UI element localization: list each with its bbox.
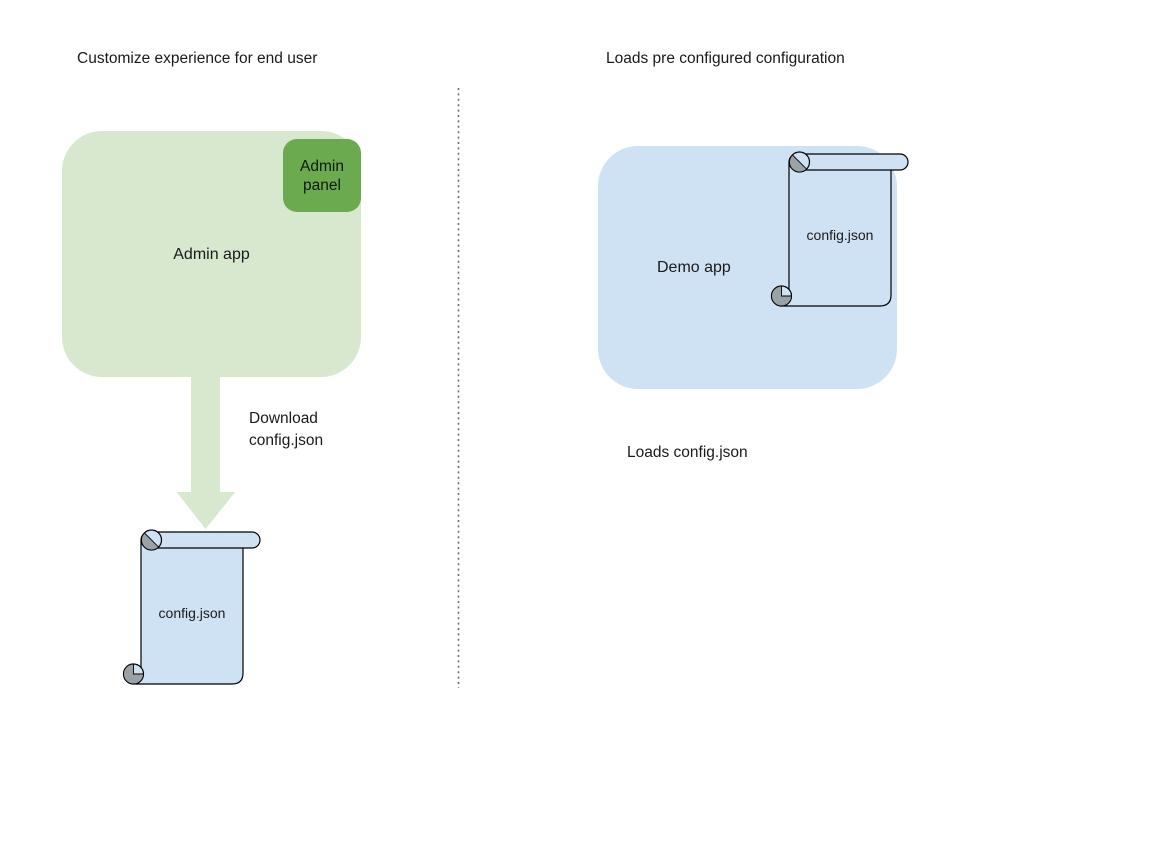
section-divider <box>457 88 460 688</box>
config-json-label-right: config.json <box>806 227 874 243</box>
download-arrow-icon <box>176 377 236 529</box>
admin-app-label: Admin app <box>173 246 250 263</box>
loads-config-caption: Loads config.json <box>627 444 748 461</box>
download-arrow-label: Download config.json <box>249 410 324 449</box>
demo-app-label: Demo app <box>657 259 731 276</box>
left-section-title: Customize experience for end user <box>77 50 318 67</box>
admin-panel-box: Admin panel <box>283 139 361 212</box>
admin-panel-label: Admin panel <box>300 157 344 194</box>
config-json-label-left: config.json <box>158 605 226 621</box>
admin-app-box: Admin app Admin panel <box>62 131 361 377</box>
right-section-title: Loads pre configured configuration <box>606 50 845 67</box>
config-json-scroll-right: config.json <box>768 149 918 317</box>
config-json-scroll-left: config.json <box>120 527 270 695</box>
